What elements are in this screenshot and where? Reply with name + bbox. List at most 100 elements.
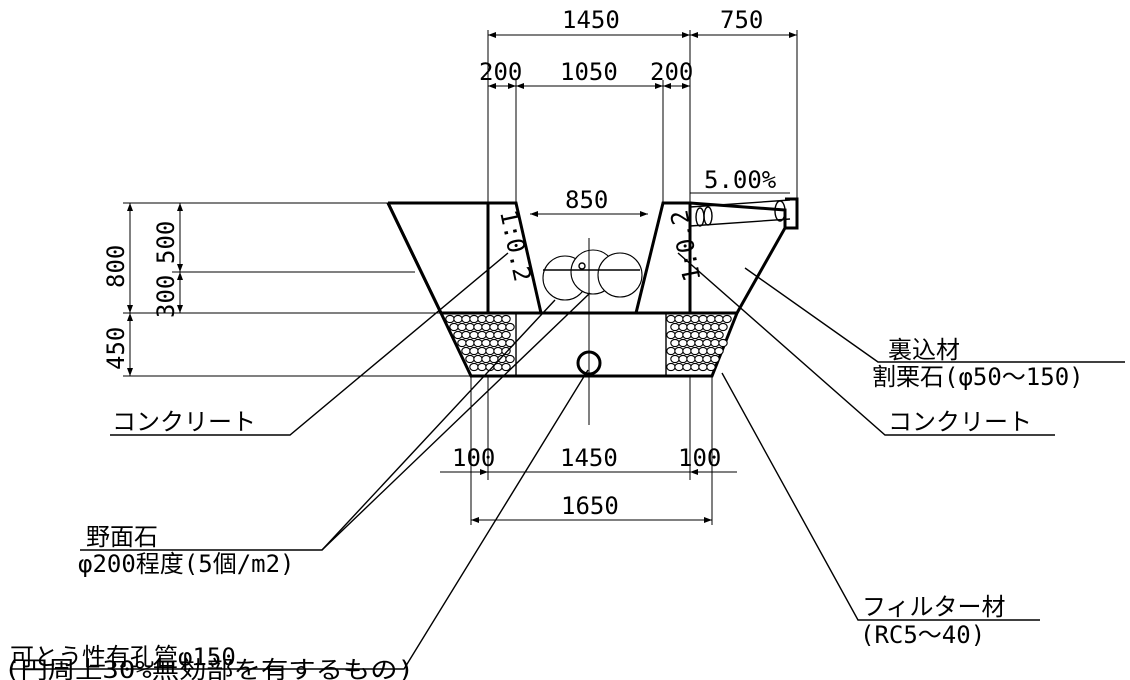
right-wall <box>634 201 692 315</box>
rubble-stone <box>674 346 684 356</box>
rubble-stone <box>473 322 483 332</box>
rubble-stone <box>686 354 696 364</box>
label-concrete-left: コンクリート <box>112 408 256 436</box>
rubble-stone <box>497 322 507 332</box>
rubble-stone <box>690 362 700 372</box>
rubble-stone <box>718 338 728 348</box>
rubble-stone <box>485 314 495 324</box>
rubble-stone <box>465 338 475 348</box>
rubble-stone <box>461 314 471 324</box>
dim-wall-left: 200 <box>479 58 522 86</box>
rubble-stone <box>469 362 479 372</box>
rubble-stone <box>670 338 680 348</box>
rubble-stone <box>698 314 708 324</box>
excavation-left-slope-line <box>386 202 443 314</box>
rubble-stone <box>706 362 716 372</box>
rubble-stone <box>457 322 467 332</box>
label-concrete-right: コンクリート <box>888 408 1032 436</box>
rubble-stone <box>485 330 495 340</box>
rubble-stone <box>682 314 692 324</box>
rubble-stone <box>694 338 704 348</box>
dim-base-height: 450 <box>102 327 130 370</box>
rubble-stone <box>698 362 708 372</box>
dim-wall-right: 200 <box>650 58 693 86</box>
rubble-stone <box>493 330 503 340</box>
rubble-stone <box>465 354 475 364</box>
rubble-stone <box>690 314 700 324</box>
rubble-stone <box>690 346 700 356</box>
rubble-stone <box>501 362 511 372</box>
dim-slope-pct: 5.00% <box>704 166 777 194</box>
rubble-stone <box>465 322 475 332</box>
rubble-stone <box>682 330 692 340</box>
rubble-stone <box>686 338 696 348</box>
rubble-stone <box>469 346 479 356</box>
rubble-stone <box>714 346 724 356</box>
rubble-stone <box>674 314 684 324</box>
rubble-stone <box>702 338 712 348</box>
dim-height-lower: 300 <box>152 275 180 318</box>
top-dimensions: 1450 750 200 1050 200 850 5.00% <box>479 6 798 217</box>
rubble-stone <box>678 322 688 332</box>
rubble-stone <box>477 346 487 356</box>
rubble-stone <box>489 338 499 348</box>
rubble-stone <box>690 330 700 340</box>
rubble-stone <box>670 322 680 332</box>
dim-right-extension: 750 <box>720 6 763 34</box>
rubble-stone <box>706 330 716 340</box>
rubble-stone <box>674 330 684 340</box>
rubble-stone <box>682 362 692 372</box>
leader-lines <box>10 252 1125 670</box>
rubble-stone <box>461 330 471 340</box>
label-pipe-title: 可とう性有孔管φ150 <box>10 643 236 671</box>
dim-base-right: 100 <box>678 444 721 472</box>
label-stone-spec: φ200程度(5個/m2) <box>78 550 295 578</box>
label-filter-spec: (RC5～40) <box>860 621 985 649</box>
rubble-stone <box>678 338 688 348</box>
rubble-stone <box>473 338 483 348</box>
label-filter-title: フィルター材 <box>862 593 1006 621</box>
rubble-stone <box>445 314 455 324</box>
rubble-stone <box>666 314 676 324</box>
rubble-stone <box>477 314 487 324</box>
rubble-stone <box>501 314 511 324</box>
rubble-stone <box>714 330 724 340</box>
rubble-stone <box>469 330 479 340</box>
rubble-stone <box>473 354 483 364</box>
rubble-stone <box>686 322 696 332</box>
rubble-stone <box>453 330 463 340</box>
rubble-stone <box>477 330 487 340</box>
top-drain-pipe <box>689 197 799 230</box>
rubble-stone <box>710 338 720 348</box>
dim-top-width: 1450 <box>562 6 620 34</box>
dim-height-upper: 500 <box>152 221 180 264</box>
rubble-stone <box>449 322 459 332</box>
rubble-stone <box>461 346 471 356</box>
rubble-stone <box>702 322 712 332</box>
label-backfill-title: 裏込材 <box>888 336 960 364</box>
left-wall-slope-label: 1:0.2 <box>494 207 536 283</box>
rubble-stone <box>702 354 712 364</box>
label-pipe-spec: (円周上30%無効部を有するもの) <box>4 656 414 680</box>
dim-base-mid: 1450 <box>560 444 618 472</box>
rubble-stone <box>670 354 680 364</box>
dim-inner-width: 1050 <box>560 58 618 86</box>
rubble-stone <box>453 314 463 324</box>
rubble-stone <box>505 322 515 332</box>
rubble-stone <box>666 330 676 340</box>
dim-base-left: 100 <box>452 444 495 472</box>
rubble-stone <box>477 362 487 372</box>
left-dimensions: 800 500 300 450 <box>102 202 471 377</box>
rubble-stone <box>682 346 692 356</box>
rubble-stone <box>694 354 704 364</box>
filter-rubble-right <box>666 314 732 372</box>
rubble-stone <box>706 314 716 324</box>
rubble-stone <box>710 354 720 364</box>
bottom-dimensions: 100 1450 100 1650 <box>440 376 737 525</box>
rubble-stone <box>493 314 503 324</box>
rubble-stone <box>489 322 499 332</box>
rubble-stone <box>674 362 684 372</box>
rubble-stone <box>493 346 503 356</box>
filter-rubble-left <box>445 314 515 372</box>
